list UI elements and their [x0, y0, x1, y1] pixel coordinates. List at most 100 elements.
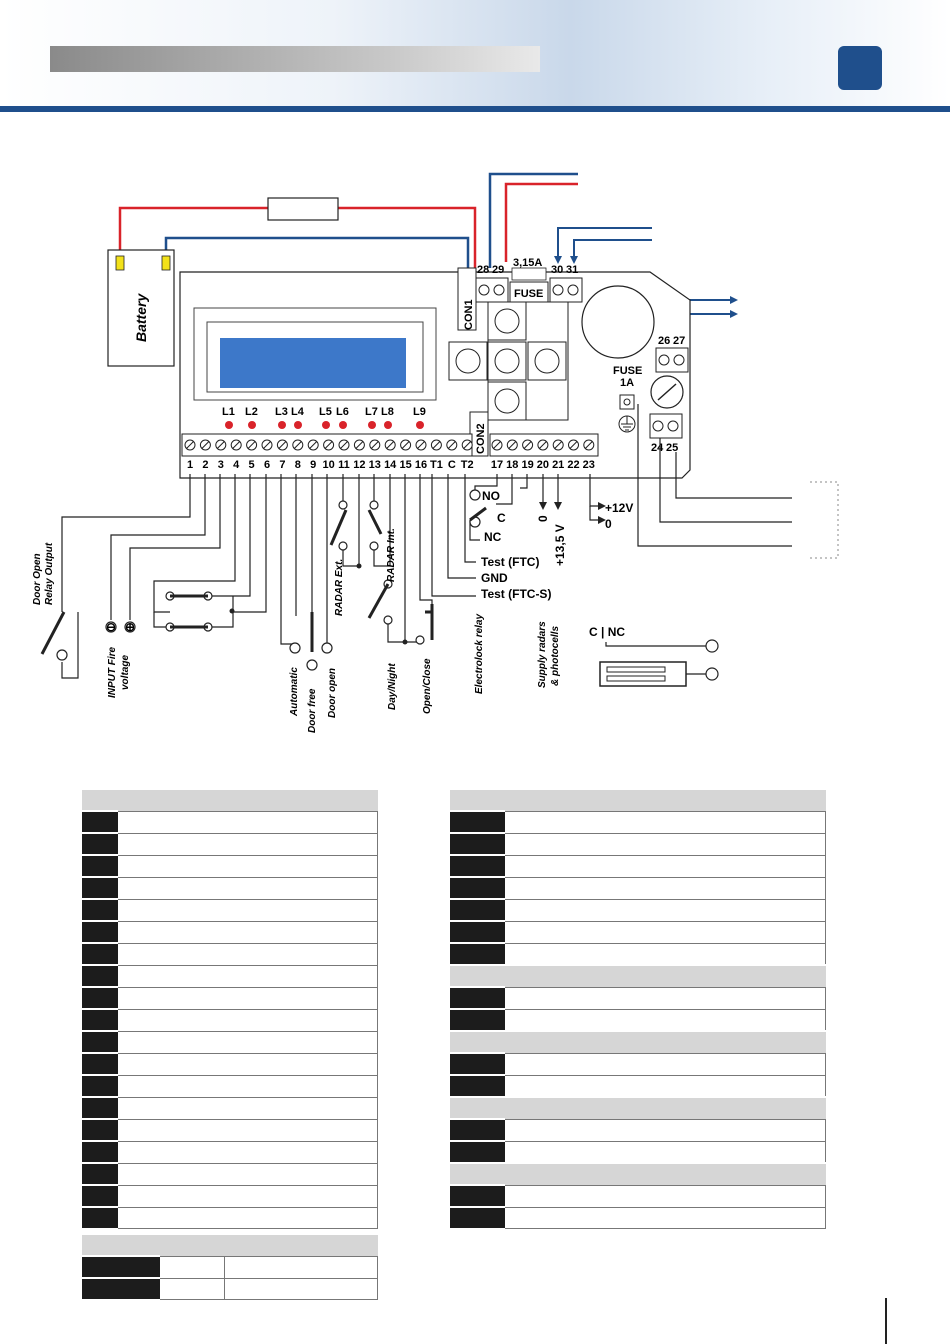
key-center[interactable] — [494, 348, 520, 374]
key-up[interactable] — [494, 308, 520, 334]
terminal-slot-13 — [370, 441, 379, 449]
terminal-2: 2 — [202, 459, 208, 471]
header-title-bar — [50, 46, 540, 72]
table-row — [82, 1118, 378, 1142]
con1-label: CON1 — [463, 299, 475, 330]
key-right[interactable] — [534, 348, 560, 374]
terminal-24: 24 — [651, 442, 664, 454]
inline-fuse — [267, 197, 339, 221]
day-night-label: Day/Night — [387, 663, 398, 710]
terminal-slot-t2 — [463, 441, 472, 449]
led-label-l8: L8 — [381, 406, 394, 418]
terminal-23: 23 — [583, 459, 595, 471]
table-row — [82, 1255, 378, 1279]
screw-25 — [667, 420, 679, 432]
main-fuse-rating: 3,15A — [513, 257, 542, 269]
terminal-18: 18 — [506, 459, 518, 471]
terminal-slot-22 — [569, 441, 578, 449]
table-row — [82, 942, 378, 966]
supply-red-wire — [504, 182, 578, 262]
led-label-l2: L2 — [245, 406, 258, 418]
table-row — [450, 876, 826, 900]
nc-label: NC — [484, 530, 502, 544]
terminal-8: 8 — [295, 459, 301, 471]
arrow-30 — [554, 256, 562, 264]
left-table — [82, 790, 378, 1229]
terminal-slot-10 — [324, 441, 333, 449]
table-row — [82, 1277, 378, 1300]
led-label-l6: L6 — [336, 406, 349, 418]
supply-blue-wire — [488, 172, 578, 268]
fuse-holder-top — [511, 267, 547, 281]
table-row — [450, 854, 826, 878]
terminal-slot-16 — [417, 441, 425, 449]
wiring-diagram: Battery CON1 CON2 28 29 3,15A FUSE 30 31… — [32, 172, 839, 733]
terminal-slot-15 — [401, 441, 410, 449]
terminal-slot-c — [447, 441, 456, 449]
table-row — [450, 1184, 826, 1208]
terminal-slot-7 — [278, 441, 287, 449]
input-fire-line1: INPUT Fire — [107, 646, 118, 698]
terminal-slot-21 — [554, 441, 563, 449]
terminal-11: 11 — [338, 459, 350, 471]
main-fuse-label: FUSE — [514, 288, 543, 300]
led-l4 — [294, 421, 302, 429]
wire-arrows — [539, 502, 606, 524]
terminal-20: 20 — [537, 459, 549, 471]
led-l6 — [339, 421, 347, 429]
led-label-l1: L1 — [222, 406, 235, 418]
transformer — [581, 285, 655, 359]
table-header — [450, 790, 826, 811]
battery-red-wire — [118, 206, 268, 250]
radar-int-label: RADAR Int. — [386, 528, 397, 582]
door-free-label: Door free — [307, 688, 318, 733]
terminal-28: 28 — [477, 264, 489, 276]
terminal-slot-t1 — [432, 441, 441, 449]
terminal-slot-19 — [523, 441, 532, 449]
terminal-14: 14 — [384, 459, 397, 471]
door-open-relay-line1: Door Open — [32, 553, 43, 605]
terminal-27: 27 — [673, 335, 685, 347]
arrow-27 — [730, 310, 738, 318]
table-section — [450, 1096, 826, 1119]
led-label-l3: L3 — [275, 406, 288, 418]
terminal-3: 3 — [218, 459, 224, 471]
terminal-10: 10 — [322, 459, 334, 471]
terminal-26: 26 — [658, 335, 670, 347]
open-close-label: Open/Close — [422, 658, 433, 714]
key-left[interactable] — [455, 348, 481, 374]
table-row — [450, 1008, 826, 1032]
key-down[interactable] — [494, 388, 520, 414]
table-row — [82, 964, 378, 988]
page-header — [0, 0, 950, 110]
plus-symbol: ⊕ — [125, 620, 135, 634]
zero-b-label: 0 — [605, 517, 612, 531]
terminal-31: 31 — [566, 264, 578, 276]
screw-29 — [493, 284, 505, 296]
screw-26 — [658, 354, 670, 366]
terminal-9: 9 — [310, 459, 316, 471]
led-label-l9: L9 — [413, 406, 426, 418]
table-row — [82, 1140, 378, 1164]
table-row — [450, 942, 826, 966]
c-nc-label: C | NC — [589, 625, 625, 639]
led-label-l4: L4 — [291, 406, 305, 418]
table-row — [450, 986, 826, 1010]
terminal-slot-14 — [386, 441, 395, 449]
junction-dot-3 — [402, 639, 408, 645]
gnd-label: GND — [481, 571, 508, 585]
door-open-label: Door open — [327, 668, 338, 718]
con2-label: CON2 — [475, 423, 487, 454]
led-l9 — [416, 421, 424, 429]
header-rule — [0, 106, 950, 112]
test-ftc-label: Test (FTC) — [481, 555, 539, 569]
table-section — [450, 964, 826, 987]
table-row — [450, 1052, 826, 1076]
screw-24 — [652, 420, 664, 432]
terminal-7: 7 — [279, 459, 285, 471]
c-label: C — [497, 511, 506, 525]
electrolock-bar-1 — [606, 666, 666, 673]
terminal-slot-20 — [539, 441, 547, 449]
